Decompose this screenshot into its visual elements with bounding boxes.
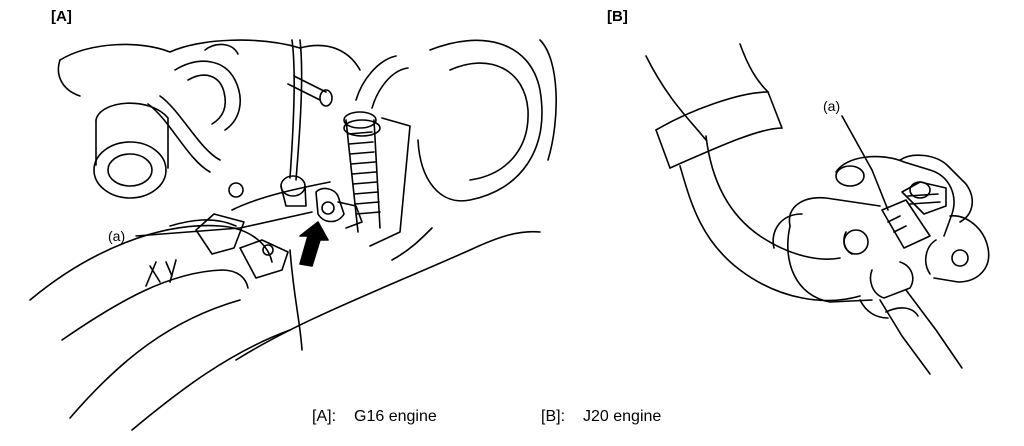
panel-a-drawing xyxy=(30,40,556,430)
caption-b-value: J20 engine xyxy=(583,408,662,425)
panel-b-callout: (a) xyxy=(823,98,840,114)
caption-a-key: [A]: xyxy=(312,408,337,425)
panel-a-label: [A] xyxy=(51,8,72,25)
caption-b-key: [B]: xyxy=(541,408,566,425)
caption-a: [A]: G16 engine xyxy=(312,408,437,426)
panel-a-callout: (a) xyxy=(108,228,125,244)
panel-b-label: [B] xyxy=(607,8,628,25)
caption-b: [B]: J20 engine xyxy=(541,408,661,426)
caption-a-value: G16 engine xyxy=(354,408,437,425)
panel-b-drawing xyxy=(646,44,989,374)
